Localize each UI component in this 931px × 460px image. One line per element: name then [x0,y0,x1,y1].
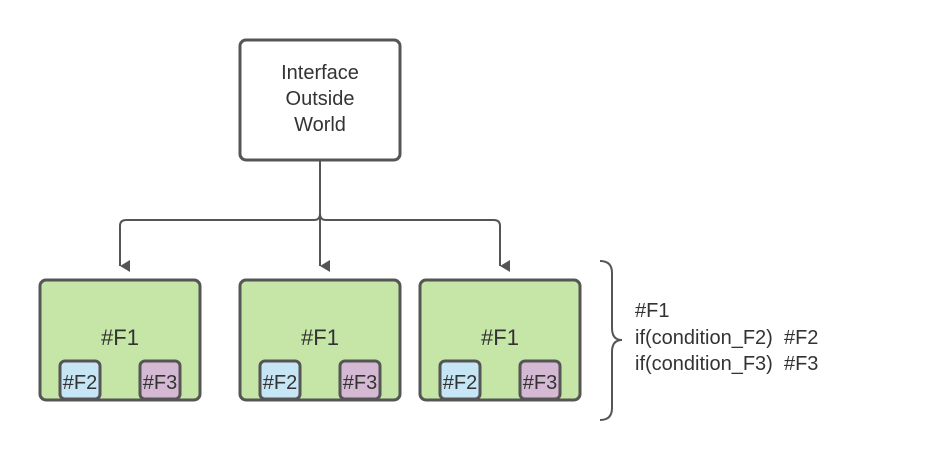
module-1-f3-label: #F3 [143,372,177,394]
module-2: #F1 #F2 #F3 [238,278,402,402]
note-line-2: if(condition_F2) #F2 [635,327,818,349]
module-1: #F1 #F2 #F3 [38,278,202,402]
module-3-f2-box [438,359,482,401]
note-line-1: #F1 [635,300,669,322]
curly-brace-icon [599,260,623,421]
module-1-f2-label: #F2 [63,372,97,394]
interface-node-line-1: Interface [281,62,359,84]
interface-node: Interface Outside World [238,38,402,162]
module-2-f2-box [258,359,302,401]
note-line-3: if(condition_F3) #F3 [635,353,818,375]
module-3-f3-box [518,359,562,401]
interface-node-line-3: World [294,114,346,136]
module-3-label: #F1 [481,325,519,350]
module-1-f2-box [58,359,102,401]
module-2-f3-label: #F3 [343,372,377,394]
module-1-f3-box [138,359,182,401]
trunk-connector [119,160,321,272]
module-1-label: #F1 [101,325,139,350]
module-3: #F1 #F2 #F3 [418,278,582,402]
interface-node-line-2: Outside [286,88,355,110]
connectors [119,160,510,272]
module-3-f3-label: #F3 [523,372,557,394]
module-2-f2-label: #F2 [263,372,297,394]
module-3-f2-label: #F2 [443,372,477,394]
module-2-f3-box [338,359,382,401]
condition-note: #F1 if(condition_F2) #F2 if(condition_F3… [635,300,818,375]
module-2-label: #F1 [301,325,339,350]
right-connector [319,213,510,272]
